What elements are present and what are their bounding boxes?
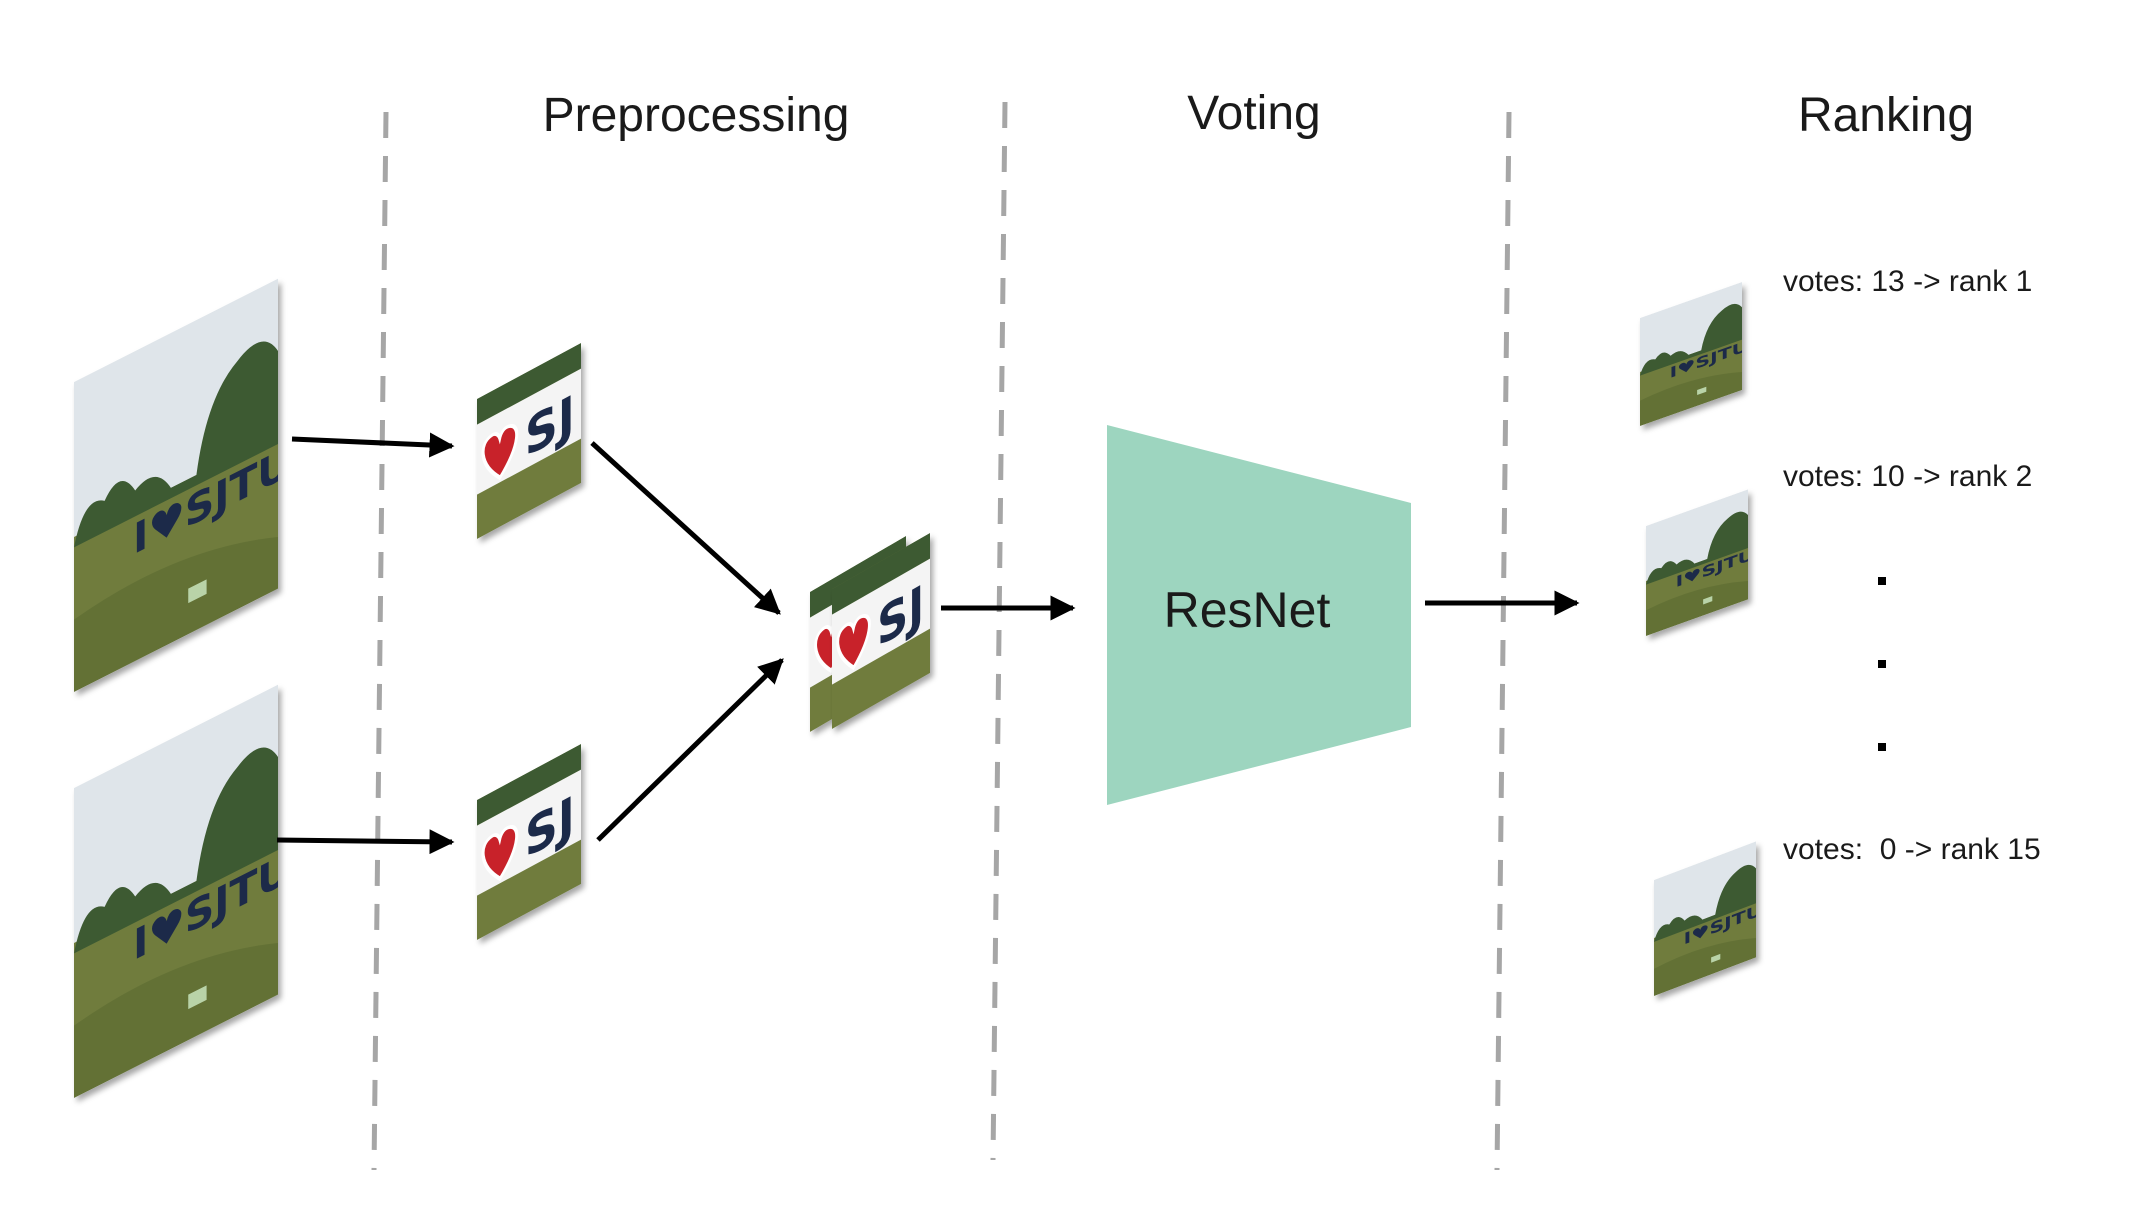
- ranked-photo-2: I♥SJTU: [1646, 489, 1748, 637]
- resnet-block: [1107, 425, 1411, 805]
- ellipsis-dot: [1878, 577, 1886, 585]
- ranked-photo-15: I♥SJTU: [1654, 841, 1756, 997]
- arrow-crop1-to-stack: [590, 441, 781, 615]
- crop-2: SJ: [477, 743, 581, 940]
- ellipsis-dot: [1878, 743, 1886, 751]
- arrow-input2-to-crop2: [276, 829, 455, 855]
- votes-label-rank-2: votes: 10 -> rank 2: [1783, 460, 2033, 493]
- stage-title-preprocessing: Preprocessing: [542, 89, 850, 142]
- votes-label-rank-1: votes: 13 -> rank 1: [1783, 265, 2033, 298]
- input-photo-1: I♥SJTU: [74, 278, 278, 692]
- flow-arrows: [276, 432, 1580, 855]
- crop-1: SJ: [477, 342, 581, 539]
- stage-title-ranking: Ranking: [1797, 89, 1975, 142]
- votes-label-rank-15: votes: 0 -> rank 15: [1783, 833, 2041, 866]
- ranking-ellipsis: [1878, 577, 1886, 751]
- stage-divider: [990, 101, 1008, 1161]
- stage-title-voting: Voting: [1187, 87, 1321, 140]
- stage-dividers: [371, 101, 1512, 1171]
- resnet-label: ResNet: [1163, 582, 1331, 638]
- stacked-crop-front: SJ: [832, 532, 931, 729]
- arrow-crop2-to-stack: [596, 658, 784, 842]
- input-photo-2: I♥SJTU: [74, 684, 278, 1098]
- ranked-photo-1: I♥SJTU: [1640, 281, 1742, 427]
- stage-divider: [371, 111, 389, 1171]
- ellipsis-dot: [1878, 660, 1886, 668]
- stage-divider: [1494, 111, 1512, 1171]
- arrow-input1-to-crop1: [291, 432, 455, 458]
